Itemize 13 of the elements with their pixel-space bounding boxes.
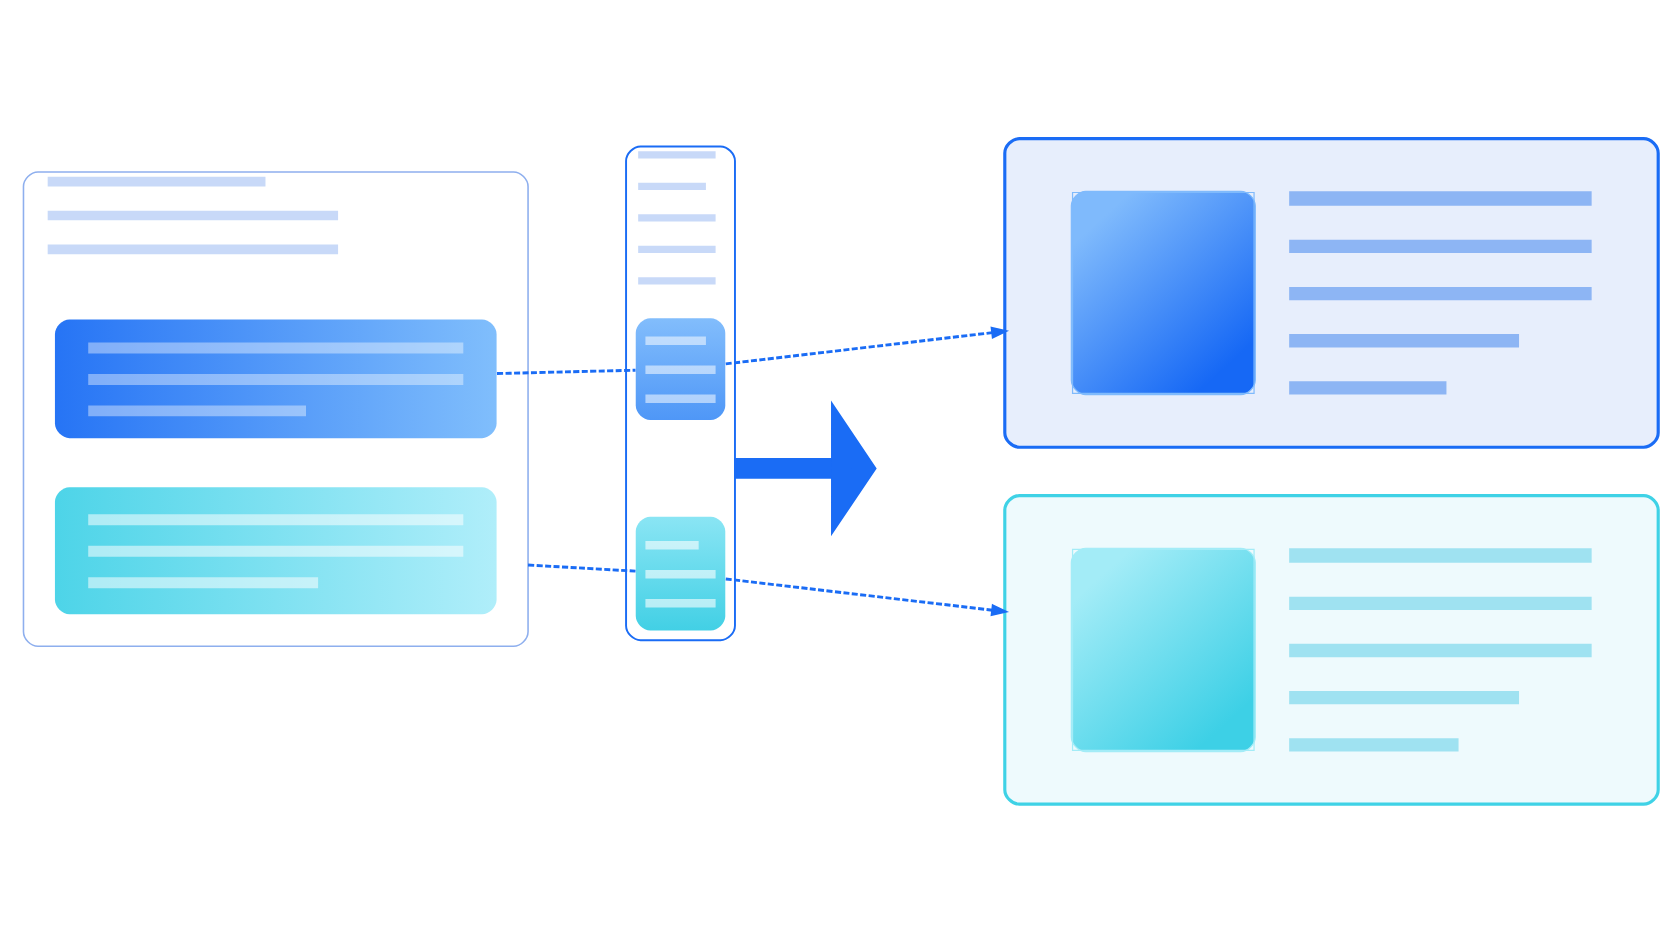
arrow — [734, 400, 877, 537]
arrow — [725, 577, 1010, 617]
node-box — [54, 487, 497, 615]
node-box — [1003, 137, 1660, 449]
connector — [527, 563, 636, 573]
node-box — [635, 516, 726, 631]
connector — [496, 368, 636, 375]
cluster — [625, 145, 736, 642]
node-box — [1003, 494, 1660, 806]
cluster — [22, 171, 529, 648]
arrow — [725, 326, 1010, 366]
node-box — [54, 319, 497, 439]
node-box — [635, 318, 726, 420]
